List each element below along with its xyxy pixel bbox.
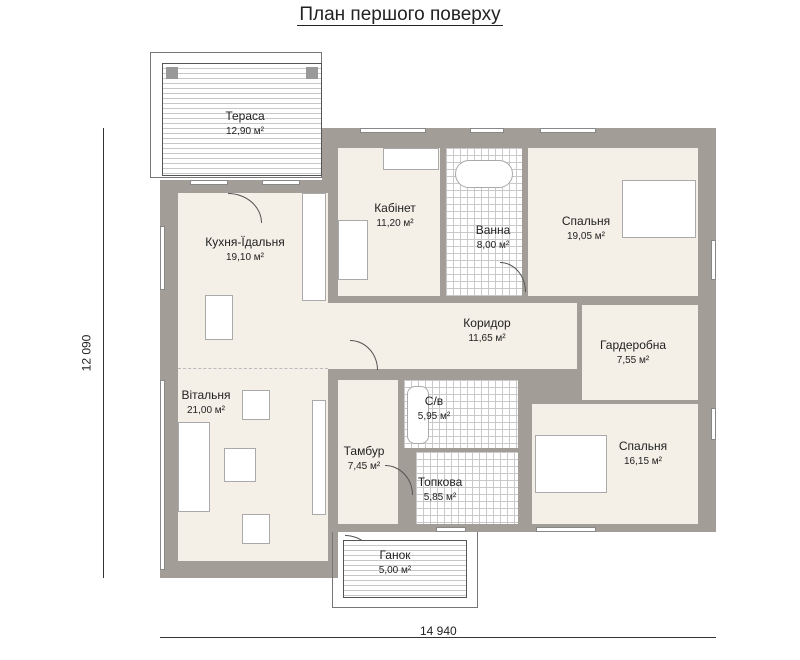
height-dimension-line <box>103 128 104 578</box>
porch-outline <box>332 532 478 608</box>
window <box>360 128 426 133</box>
tv-stand <box>312 400 326 515</box>
bathtub <box>407 386 429 444</box>
window <box>190 180 228 185</box>
room-wardrobe <box>582 305 698 400</box>
window <box>470 128 504 133</box>
kitchen-counter <box>302 193 326 301</box>
room-vestibule <box>338 380 398 524</box>
width-dimension-line <box>160 637 716 638</box>
sofa <box>178 422 210 512</box>
bed <box>622 180 696 238</box>
window <box>540 128 596 133</box>
armchair <box>242 390 270 420</box>
window <box>160 380 165 570</box>
terrace-post <box>306 67 318 79</box>
plan-title: План першого поверху <box>297 4 503 26</box>
zone-divider <box>178 368 328 369</box>
bathtub <box>455 160 513 188</box>
window <box>262 180 300 185</box>
terrace-deck <box>162 63 322 176</box>
width-dimension-label: 14 940 <box>420 624 457 638</box>
armchair <box>242 514 270 544</box>
terrace-post <box>166 67 178 79</box>
height-dimension-label: 12 090 <box>79 334 94 372</box>
window <box>160 226 165 290</box>
porch-deck <box>343 540 467 598</box>
office-sofa <box>338 220 368 280</box>
room-boiler <box>416 452 518 524</box>
window <box>711 408 716 440</box>
window <box>536 527 596 532</box>
desk <box>383 148 439 170</box>
bed <box>535 435 607 493</box>
coffee-table <box>224 448 256 482</box>
dining-table <box>205 295 233 340</box>
window <box>711 240 716 280</box>
window <box>436 527 466 532</box>
